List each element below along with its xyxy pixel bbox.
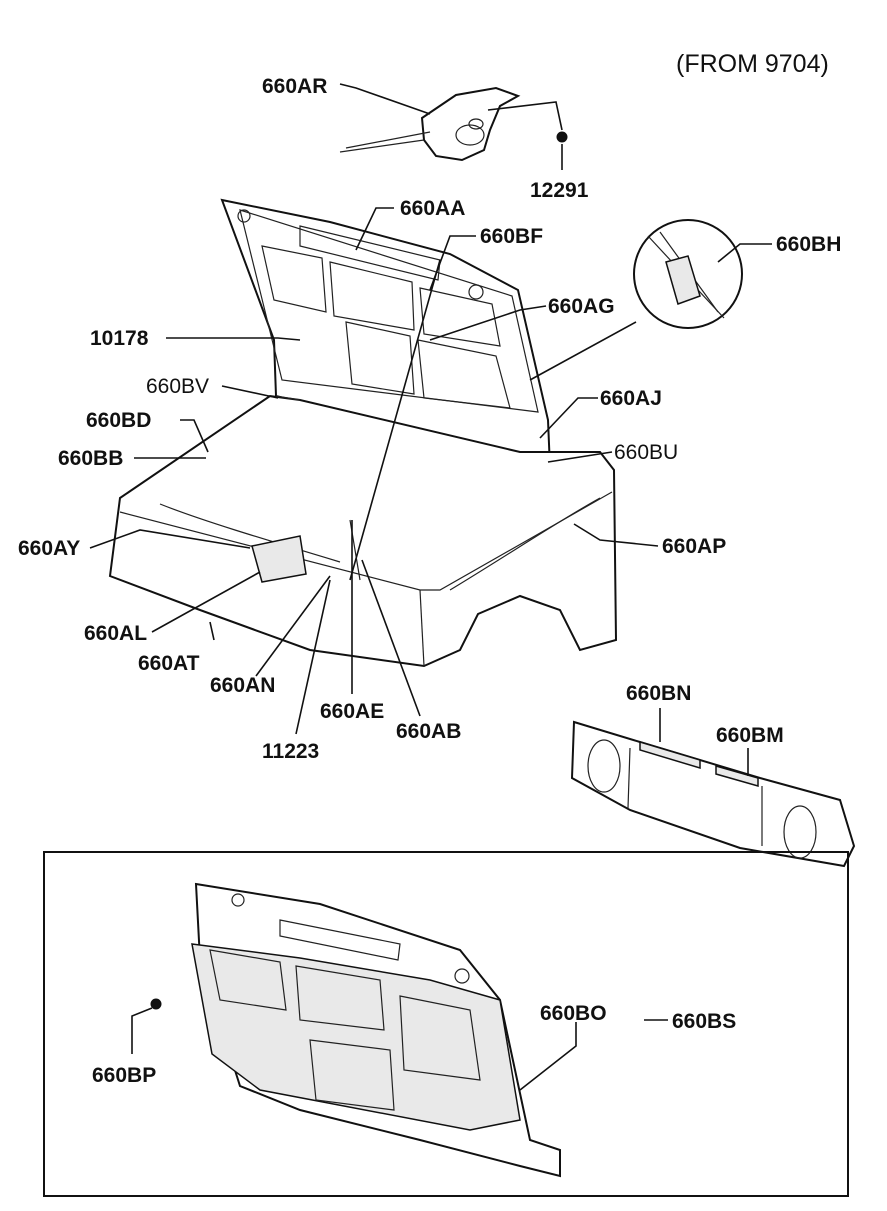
inset-frame	[43, 851, 849, 1197]
callout-660AL: 660AL	[84, 622, 147, 645]
from-date-note: (FROM 9704)	[676, 50, 829, 78]
callout-660AT: 660AT	[138, 652, 200, 675]
callout-660BP: 660BP	[92, 1064, 156, 1087]
callout-12291: 12291	[530, 179, 589, 202]
callout-660AJ: 660AJ	[600, 387, 662, 410]
callout-660AB: 660AB	[396, 720, 461, 743]
callout-660AG: 660AG	[548, 295, 615, 318]
hood-insulator-drawing	[191, 882, 561, 1178]
callout-660BN: 660BN	[626, 682, 691, 705]
callout-660AN: 660AN	[210, 674, 275, 697]
callout-660BO: 660BO	[540, 1002, 607, 1025]
callout-660AY: 660AY	[18, 537, 80, 560]
callout-660BM: 660BM	[716, 724, 784, 747]
callout-660BF: 660BF	[480, 225, 543, 248]
detail-pointer	[529, 321, 637, 381]
callout-660BV: 660BV	[146, 375, 209, 398]
clip-660BP-icon	[150, 998, 162, 1010]
callout-660BU: 660BU	[614, 441, 678, 464]
callout-660AP: 660AP	[662, 535, 726, 558]
weatherstrip-detail-drawing	[633, 219, 743, 329]
callout-660AA: 660AA	[400, 197, 465, 220]
callout-660BS: 660BS	[672, 1010, 736, 1033]
callout-660BH: 660BH	[776, 233, 841, 256]
callout-11223: 11223	[262, 740, 319, 763]
callout-660AE: 660AE	[320, 700, 384, 723]
bumper-absorber-drawing	[570, 720, 856, 868]
callout-660BB: 660BB	[58, 447, 123, 470]
hood-support-rod	[349, 259, 441, 581]
hood-release-handle-drawing	[339, 86, 568, 162]
callout-660BD: 660BD	[86, 409, 151, 432]
callout-10178: 10178	[90, 327, 149, 350]
callout-660AR: 660AR	[262, 75, 327, 98]
leader-lines	[89, 83, 772, 1091]
